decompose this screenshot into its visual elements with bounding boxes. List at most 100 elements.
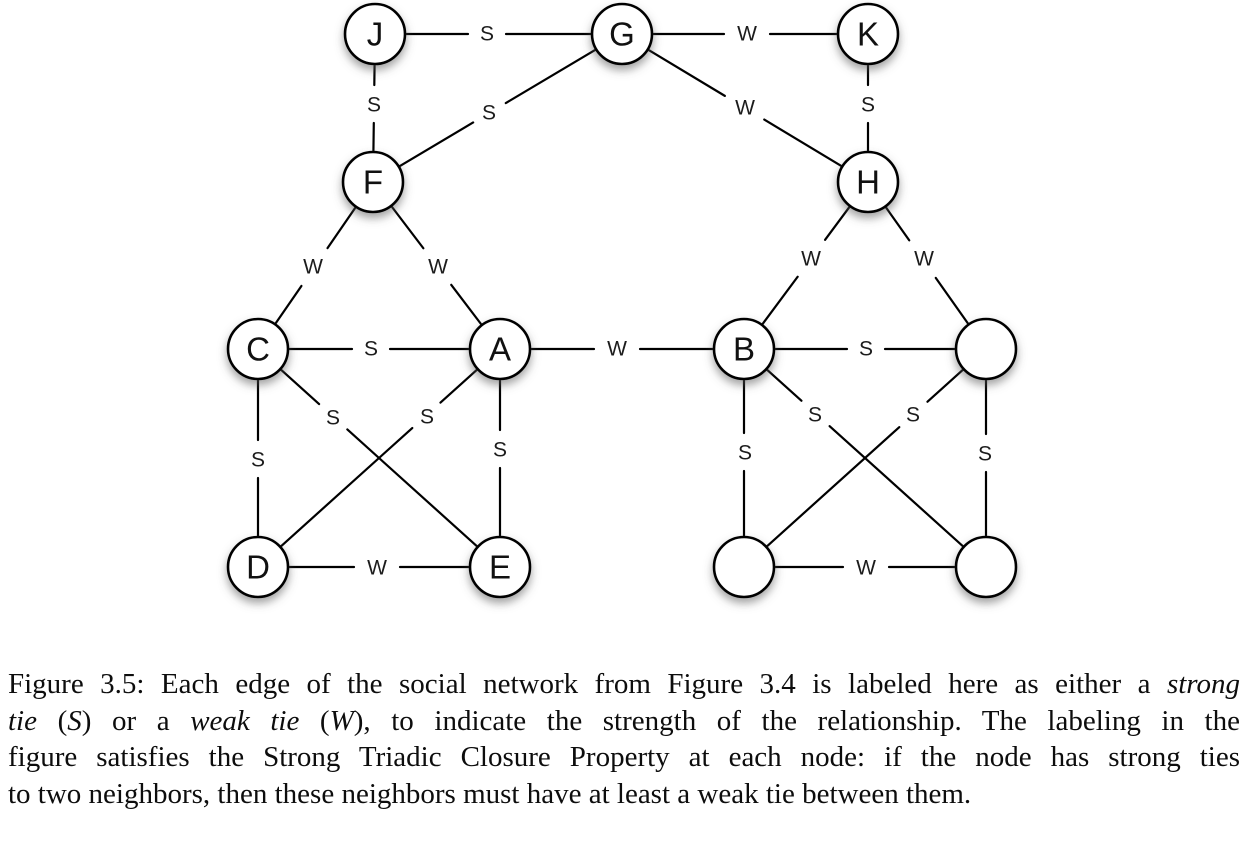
caption-segment: S — [67, 704, 82, 737]
caption-segment: weak tie — [190, 704, 300, 737]
node-unlabeled-circle — [712, 535, 776, 599]
edge-G-F-segment — [397, 121, 475, 168]
edge-R1-R2-segment — [926, 367, 965, 403]
node-G-circle — [590, 2, 654, 66]
node-A-label: A — [489, 331, 511, 368]
nodes-layer: J G K F H C A B D E — [226, 2, 1018, 599]
tie-strength-label-edge-F-C: W — [303, 256, 323, 279]
caption-segment: ( — [37, 704, 68, 737]
edge-labels-layer: S W S S W S W W W W S W S S S S S W S S S S W — [251, 23, 992, 580]
tie-strength-label-edge-J-G: S — [480, 23, 494, 46]
caption-segment: tie — [8, 704, 37, 737]
node-unlabeled — [712, 535, 776, 599]
edges-layer — [256, 32, 988, 569]
social-network-figure: S W S S W S W W W W S W S S S S S W S S S S W J G K F H C A B D E Figur… — [8, 2, 1240, 812]
node-unlabeled-circle — [954, 317, 1018, 381]
node-H: H — [836, 150, 900, 214]
node-G: G — [590, 2, 654, 66]
caption-line-2: tie (S) or a weak tie (W), to indicate t… — [8, 703, 1240, 740]
tie-strength-label-edge-G-K: W — [737, 23, 757, 46]
node-K-label: K — [857, 16, 879, 53]
node-G-label: G — [609, 16, 635, 53]
tie-strength-label-edge-B-R3: S — [808, 404, 822, 427]
edge-F-C-segment — [273, 284, 303, 326]
graph-canvas: S W S S W S W W W W S W S S S S S W S S S S W J G K F H C A B D E — [226, 2, 1018, 599]
edge-F-A-segment — [450, 283, 483, 327]
caption-segment: figure satisfies the Strong Triadic Clos… — [8, 741, 1240, 774]
tie-strength-label-edge-F-A: W — [428, 256, 448, 279]
node-F-circle — [341, 150, 405, 214]
tie-strength-label-edge-H-R1: W — [914, 248, 934, 271]
caption-segment: strong — [1166, 668, 1240, 700]
edge-H-B-segment — [760, 275, 799, 327]
node-H-label: H — [856, 164, 880, 201]
tie-strength-label-edge-G-F: S — [482, 102, 496, 125]
node-D-circle — [226, 535, 290, 599]
node-F: F — [341, 150, 405, 214]
tie-strength-label-edge-D-E: W — [367, 557, 387, 580]
node-C: C — [226, 317, 290, 381]
node-B: B — [712, 317, 776, 381]
edge-A-D-segment — [439, 367, 479, 404]
caption-line-4: to two neighbors, then these neighbors m… — [8, 776, 1240, 813]
tie-strength-label-edge-A-B: W — [607, 338, 627, 361]
figure-caption: Figure 3.5: Each edge of the social netw… — [8, 666, 1240, 812]
tie-strength-label-edge-H-B: W — [801, 248, 821, 271]
edge-G-H-segment — [763, 118, 844, 168]
node-A-circle — [468, 317, 532, 381]
edge-F-A-segment — [390, 204, 425, 250]
edge-R1-R2-segment — [765, 426, 901, 549]
caption-segment: Figure 3.5: Each edge of the social netw… — [8, 668, 1167, 700]
node-J-label: J — [367, 16, 384, 53]
node-unlabeled-circle — [954, 535, 1018, 599]
edge-B-R3-segment — [765, 367, 803, 402]
tie-strength-label-edge-A-E: S — [493, 439, 507, 462]
tie-strength-label-edge-C-E: S — [326, 407, 340, 430]
node-E-label: E — [489, 549, 511, 586]
node-F-label: F — [363, 164, 383, 201]
node-K: K — [836, 2, 900, 66]
caption-segment: W — [329, 704, 354, 737]
edge-B-R3-segment — [828, 425, 965, 549]
node-H-circle — [836, 150, 900, 214]
node-unlabeled — [954, 317, 1018, 381]
node-J-circle — [343, 2, 407, 66]
edge-H-R1-segment — [934, 276, 970, 326]
tie-strength-label-edge-R1-R3: S — [978, 443, 992, 466]
tie-strength-label-edge-R1-R2: S — [906, 404, 920, 427]
caption-line-1: Figure 3.5: Each edge of the social netw… — [8, 666, 1240, 703]
edge-C-E-segment — [346, 428, 479, 549]
edge-C-E-segment — [279, 367, 321, 406]
edge-G-F-segment — [504, 48, 598, 105]
edge-G-H-segment — [646, 48, 726, 97]
node-J: J — [343, 2, 407, 66]
tie-strength-label-edge-G-H: W — [735, 97, 755, 120]
tie-strength-label-edge-B-R2: S — [738, 442, 752, 465]
node-B-circle — [712, 317, 776, 381]
caption-segment: ) or a — [81, 704, 191, 737]
node-B-label: B — [733, 331, 755, 368]
tie-strength-label-edge-R2-R3: W — [856, 557, 876, 580]
node-E-circle — [468, 535, 532, 599]
node-unlabeled — [954, 535, 1018, 599]
node-D-label: D — [246, 549, 270, 586]
node-E: E — [468, 535, 532, 599]
caption-segment: ), to indicate the strength of the relat… — [353, 704, 1240, 737]
tie-strength-label-edge-C-A: S — [364, 338, 378, 361]
caption-segment: ( — [299, 704, 330, 737]
tie-strength-label-edge-K-H: S — [861, 94, 875, 117]
edge-H-B-segment — [823, 204, 852, 241]
tie-strength-label-edge-J-F: S — [367, 94, 381, 117]
edge-H-R1-segment — [884, 205, 911, 242]
node-C-label: C — [246, 331, 270, 368]
caption-segment: to two neighbors, then these neighbors m… — [8, 777, 972, 810]
caption-line-3: figure satisfies the Strong Triadic Clos… — [8, 739, 1240, 776]
node-C-circle — [226, 317, 290, 381]
tie-strength-label-edge-C-D: S — [251, 449, 265, 472]
node-K-circle — [836, 2, 900, 66]
tie-strength-label-edge-A-D: S — [420, 406, 434, 429]
tie-strength-label-edge-B-R1: S — [859, 338, 873, 361]
node-A: A — [468, 317, 532, 381]
node-D: D — [226, 535, 290, 599]
